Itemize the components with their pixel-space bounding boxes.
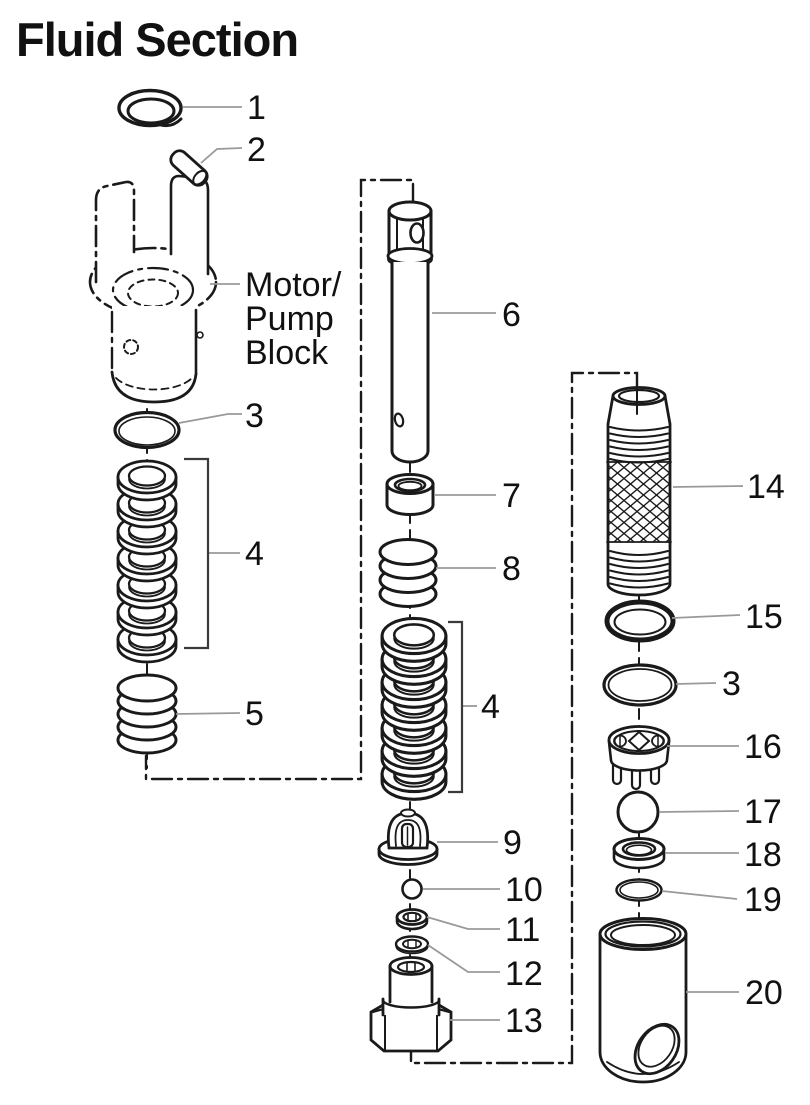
ball-large-drawing [616, 790, 660, 834]
washer-upper-drawing [395, 908, 429, 931]
callout-3-left: 3 [245, 397, 264, 435]
callout-4-left: 4 [245, 535, 264, 573]
page-title: Fluid Section [16, 13, 298, 66]
motor-pump-block-label-line3: Block [245, 334, 329, 372]
reference-label-motor-pump-block: Motor/ Pump Block [245, 266, 342, 372]
leader-lines [175, 106, 744, 1021]
o-ring-right-drawing [602, 663, 678, 707]
callout-11: 11 [505, 911, 540, 949]
spring-upper-drawing [378, 538, 438, 608]
callout-13: 13 [505, 1002, 543, 1040]
ball-guide-cage-drawing [607, 725, 671, 791]
valve-housing-drawing [598, 917, 688, 1084]
phantom-boundary-right [409, 371, 639, 1065]
motor-pump-block-label-line1: Motor/ [245, 266, 342, 304]
callout-5: 5 [245, 695, 264, 733]
callout-2: 2 [247, 131, 266, 169]
o-ring-thin-drawing [615, 878, 663, 902]
callout-6: 6 [502, 296, 521, 334]
motor-pump-block-drawing [88, 174, 218, 404]
hex-fitting-drawing [369, 956, 453, 1053]
pin-drawing [169, 149, 209, 187]
packing-stack-middle-drawing [380, 616, 448, 801]
retaining-ring-drawing [117, 88, 183, 128]
cylinder-sleeve-drawing [606, 377, 672, 597]
callout-14: 14 [747, 468, 785, 506]
callout-9: 9 [503, 824, 522, 862]
motor-pump-block-label-line2: Pump [245, 300, 334, 338]
callout-18: 18 [744, 836, 782, 874]
callout-10: 10 [505, 871, 543, 909]
gland-cup-drawing [385, 473, 435, 516]
callout-12: 12 [505, 955, 543, 993]
piston-rod-drawing [386, 200, 434, 464]
bracket-packings-middle [448, 620, 464, 794]
callout-15: 15 [745, 598, 783, 636]
valve-seat-drawing [612, 837, 666, 870]
phantom-boundary-left [144, 178, 415, 781]
callout-3-right: 3 [722, 665, 741, 703]
callout-17: 17 [744, 793, 782, 831]
o-ring-thick-drawing [604, 599, 676, 643]
callout-16: 16 [744, 728, 782, 766]
valve-cage-small-drawing [377, 808, 439, 866]
callout-1: 1 [247, 89, 266, 127]
callout-4-middle: 4 [481, 688, 500, 726]
packing-stack-left-drawing [116, 459, 178, 664]
washer-lower-drawing [394, 935, 430, 955]
callout-20: 20 [745, 974, 783, 1012]
o-ring-left-drawing [113, 410, 181, 450]
bracket-packings-left [184, 457, 210, 650]
callout-8: 8 [502, 550, 521, 588]
callout-7: 7 [502, 477, 521, 515]
spring-lower-drawing [116, 673, 178, 755]
callout-19: 19 [744, 881, 782, 919]
ball-small-drawing [401, 878, 423, 900]
